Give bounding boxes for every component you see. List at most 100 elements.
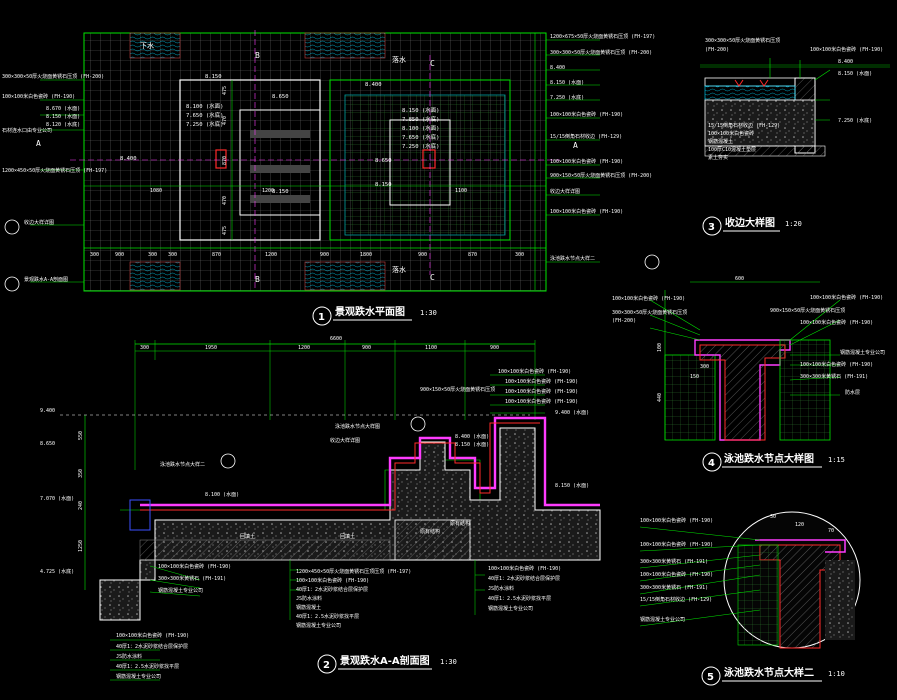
- plan-dim: 900: [115, 252, 124, 258]
- pd1-note: 100×100米白色瓷砖 (FH-190): [800, 361, 873, 368]
- sec-elev: 9.400: [40, 408, 55, 414]
- pd1-dim: 100: [657, 343, 663, 352]
- pd1-note: 900×150×50厚火烧面黄锈石压顶: [770, 307, 845, 314]
- sec-title: 景观跌水A-A剖面图: [340, 654, 430, 667]
- plan-hatch-topleft: [129, 32, 181, 59]
- edge-subbase: [704, 145, 826, 157]
- edge-note: 100厚C10混凝土垫层: [708, 146, 756, 153]
- plan-dim: 300: [148, 252, 157, 258]
- plan-elev: 7.650 (水底): [186, 111, 224, 119]
- sec-note: JS防水涂料: [116, 653, 142, 660]
- plan-dims-left: 475 470 870 470 475: [222, 86, 228, 235]
- sec-note: 100×100米白色瓷砖 (FH-190): [505, 388, 578, 395]
- plan-dim: 900: [320, 252, 329, 258]
- pd2-dims: 30 120 70: [770, 514, 834, 534]
- edge-leaders: [769, 58, 831, 121]
- pd2-dim: 30: [770, 514, 776, 520]
- plan-note: 15/15倒角石材收边 (FH-129): [550, 133, 622, 140]
- plan-dims-bottom: 300 900 300 300 870 1200 900 1800 900 87…: [90, 188, 524, 258]
- pd2-notes: 100×100米白色瓷砖 (FH-190) 100×100米白色瓷砖 (FH-1…: [640, 517, 713, 623]
- sec-elev: 8.400 (水面): [455, 433, 489, 440]
- plan-outlet-right: [422, 149, 436, 169]
- edge-slab: [704, 99, 816, 147]
- plan-note: 收边大样详图: [24, 219, 54, 226]
- plan-dim: 900: [418, 252, 427, 258]
- pd2-note: 100×100米白色瓷砖 (FH-190): [640, 541, 713, 548]
- plan-dim: 470: [222, 116, 228, 125]
- plan-elev: 8.650: [272, 94, 289, 100]
- plan-elev: 8.150 (水面): [402, 106, 440, 114]
- pd1-dim: 440: [657, 393, 663, 402]
- sec-note: 钢筋混凝土专业公司: [296, 622, 341, 629]
- pd1-note: 防水层: [845, 389, 860, 396]
- pd1-title-scale: 1:15: [828, 456, 845, 464]
- pd2-backfill: [825, 560, 855, 640]
- plan-elev: 8.150: [375, 182, 392, 188]
- plan-leaders-left: [30, 79, 84, 283]
- plan-dim: 470: [222, 196, 228, 205]
- plan-note: 泳池跌水节点大样二: [550, 255, 595, 262]
- plan-mark-b-bottom: B: [255, 275, 260, 284]
- plan-note: 8.150 (水面): [550, 79, 584, 86]
- sec-notes-left: 100×100米白色瓷砖 (FH-190) 300×300米黄锈石 (FH-19…: [116, 563, 231, 680]
- plan-note: 石材连水口由专业公司: [2, 127, 52, 134]
- plan-note: 100×100米白色瓷砖 (FH-190): [2, 93, 75, 100]
- pd1-dim: 150: [690, 374, 699, 380]
- pd2-title: 泳池跌水节点大样二: [724, 666, 814, 679]
- sec-dim: 900: [490, 345, 499, 351]
- pd2-note: 300×300米黄锈石 (FH-191): [640, 558, 708, 565]
- sec-elev: 8.100 (水面): [205, 491, 239, 498]
- sec-dim: 350: [78, 469, 84, 478]
- plan-basin-right: [329, 79, 511, 241]
- sec-note: 100×100米白色瓷砖 (FH-190): [488, 565, 561, 572]
- edge-note: 100×100米白色瓷砖: [708, 130, 754, 137]
- sec-title-number: 2: [323, 660, 330, 671]
- pd1-dim: 300: [700, 364, 709, 370]
- plan-inner-left: [239, 109, 321, 216]
- plan-mark-a-left: A: [36, 139, 41, 148]
- sec-leaders-left: [110, 565, 201, 681]
- edge-title-number: 3: [708, 222, 715, 233]
- pd2-title-number: 5: [707, 672, 714, 683]
- sec-fill-labels: 回填土 回填土 原有结构 原有结构: [240, 520, 470, 540]
- plan-elev: 8.400: [120, 156, 137, 162]
- pd2-tiles: [737, 544, 779, 646]
- sec-elev: 8.150 (水面): [555, 482, 589, 489]
- pd1-title: 泳池跌水节点大样图: [724, 452, 814, 465]
- plan-note: 300×300×50厚火烧面黄锈石压顶 (FH-200): [2, 73, 104, 80]
- plan-dim: 300: [168, 252, 177, 258]
- sec-note: JS防水涂料: [488, 585, 514, 592]
- sec-notes-right: 100×100米白色瓷砖 (FH-190) 40厚1：2水泥砂浆结合层保护层 J…: [488, 565, 561, 612]
- edge-note: 100×100米白色瓷砖 (FH-190): [810, 46, 883, 53]
- pool-detail-1-view: 600 300 150 440 100 100×100米白色瓷砖 (FH-190…: [612, 276, 885, 472]
- section-view: 300 1950 1200 900 1100 900 6600 550 350 …: [40, 336, 601, 681]
- edge-note: 300×300×50厚火烧面黄锈石压顶: [705, 37, 780, 44]
- plan-step-1: [250, 130, 310, 138]
- plan-elev: 7.250 (水底): [186, 120, 224, 128]
- sec-title-circle: [317, 654, 337, 674]
- pd2-dim: 120: [795, 522, 804, 528]
- sec-elevations: 9.400 8.650 7.070 (水面) 4.725 (水底) 8.100 …: [40, 408, 589, 575]
- edge-title-scale: 1:20: [785, 220, 802, 228]
- plan-ref-circle-2: [4, 276, 20, 292]
- sec-fill-label: 原有结构: [450, 520, 470, 527]
- plan-hatch-topmid: [304, 32, 386, 59]
- edge-elev: 7.250 (水底): [838, 117, 872, 124]
- sec-note: 900×150×50厚火烧面黄锈石压顶: [420, 386, 495, 393]
- sec-note: 100×100米白色瓷砖 (FH-190): [498, 368, 571, 375]
- sec-dim: 550: [78, 431, 84, 440]
- pd1-note: 100×100米白色瓷砖 (FH-190): [810, 294, 883, 301]
- sec-elev: 4.725 (水底): [40, 568, 74, 575]
- pd2-finish: [755, 539, 846, 553]
- edge-water: [704, 85, 796, 101]
- plan-dim-1100: 1100: [455, 188, 467, 194]
- plan-elev: 7.250 (水底): [402, 142, 440, 150]
- sec-note: 100×100米白色瓷砖 (FH-190): [505, 398, 578, 405]
- sec-fill-label: 原有结构: [420, 528, 440, 535]
- sec-leaders-bottom: [289, 560, 300, 620]
- edge-inlets: [734, 79, 769, 87]
- edge-title: 收边大样图: [725, 216, 775, 229]
- sec-note: 钢筋混凝土专业公司: [158, 587, 203, 594]
- pd1-notes-right: 100×100米白色瓷砖 (FH-190) 900×150×50厚火烧面黄锈石压…: [770, 294, 885, 396]
